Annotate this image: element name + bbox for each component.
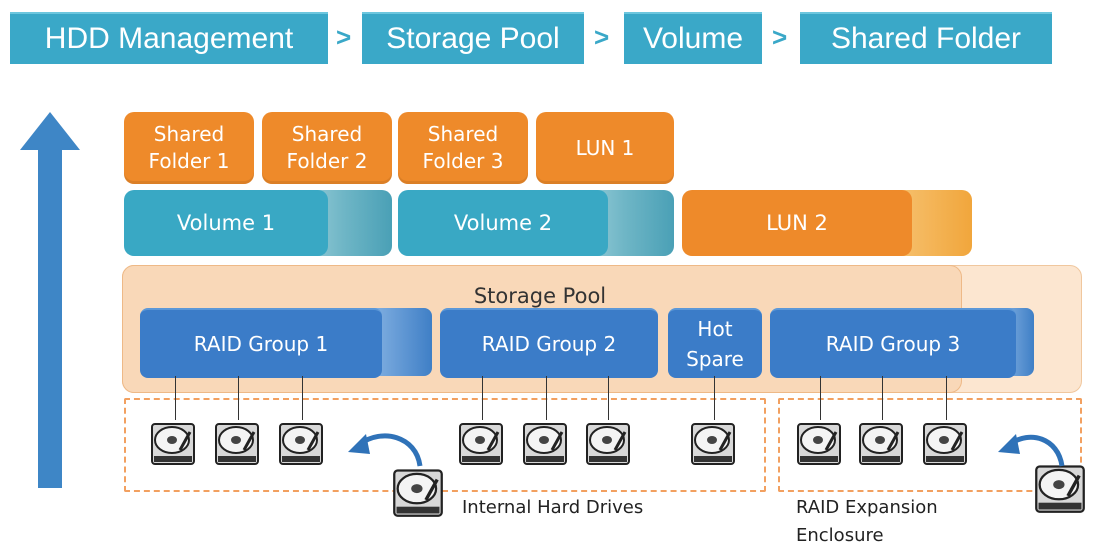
breadcrumb-separator: > [594,22,610,52]
connector-line [946,376,947,420]
connector-line [608,376,609,420]
breadcrumb-shared-folder[interactable]: Shared Folder [800,12,1052,64]
hard-drive-icon [858,422,904,466]
curved-arrow-icon [998,434,1065,467]
volume-1: Volume 1 [124,190,328,256]
hard-drive-icon [922,422,968,466]
lun-2: LUN 2 [682,190,912,256]
connector-line [482,376,483,420]
breadcrumb-storage-pool[interactable]: Storage Pool [362,12,584,64]
connector-line [546,376,547,420]
breadcrumb-volume[interactable]: Volume [624,12,762,64]
connector-line [302,376,303,420]
hard-drive-icon [150,422,196,466]
lun-1: LUN 1 [536,112,674,184]
connector-line [882,376,883,420]
raid-group-2: RAID Group 2 [440,308,658,378]
hard-drive-icon [458,422,504,466]
storage-pool-label: Storage Pool [473,284,607,308]
hard-drive-icon [392,468,444,518]
breadcrumb-separator: > [772,22,788,52]
curved-arrow-icon [348,433,423,467]
breadcrumb-separator: > [336,22,352,52]
shared-folder-3: Shared Folder 3 [398,112,528,184]
connector-line [714,376,715,420]
expansion-enclosure [778,398,1082,492]
hard-drive-icon [522,422,568,466]
expansion-enclosure-caption: RAID Expansion Enclosure [796,497,938,546]
breadcrumb-hdd-management[interactable]: HDD Management [10,12,328,64]
volume-2: Volume 2 [398,190,608,256]
connector-line [175,376,176,420]
hard-drive-icon [214,422,260,466]
internal-drives-enclosure [124,398,766,492]
hot-spare: Hot Spare [668,308,762,378]
raid-group-1: RAID Group 1 [140,308,382,378]
hard-drive-icon [690,422,736,466]
connector-line [820,376,821,420]
hard-drive-icon [585,422,631,466]
raid-group-3: RAID Group 3 [770,308,1016,378]
shared-folder-1: Shared Folder 1 [124,112,254,184]
shared-folder-2: Shared Folder 2 [262,112,392,184]
hard-drive-icon [278,422,324,466]
internal-drives-caption: Internal Hard Drives [462,497,644,518]
connector-line [238,376,239,420]
hard-drive-icon [796,422,842,466]
